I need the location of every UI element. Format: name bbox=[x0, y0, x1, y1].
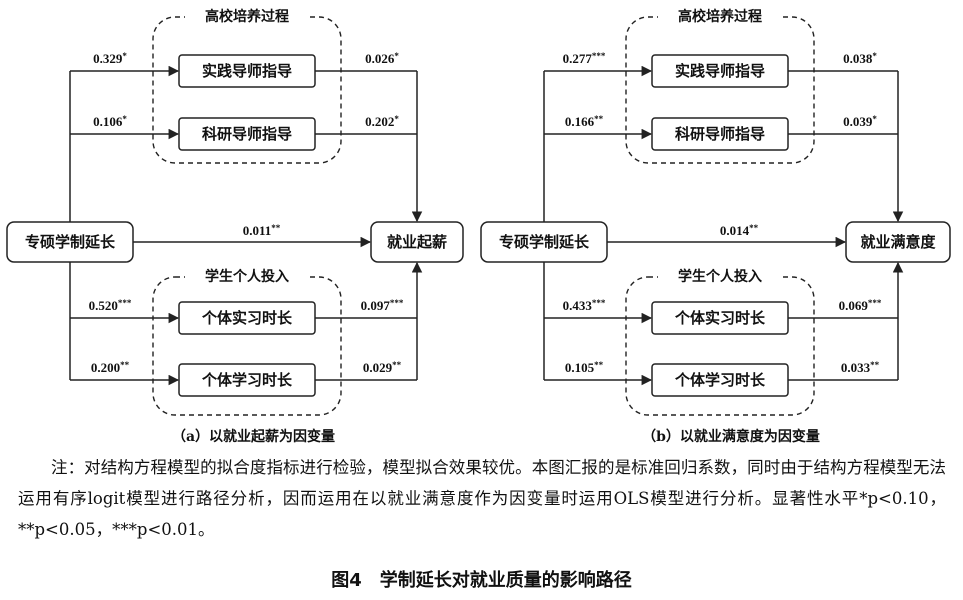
source-node: 专硕学制延长 bbox=[6, 221, 134, 263]
panel-caption: （b）以就业满意度为因变量 bbox=[642, 428, 820, 445]
coef-in-3: 0.433*** bbox=[563, 298, 606, 313]
outcome-node-label: 就业满意度 bbox=[860, 233, 936, 251]
coef-out-2: 0.039* bbox=[843, 114, 877, 129]
mediator-practice-supervisor-label: 实践导师指导 bbox=[202, 62, 292, 80]
source-node-label: 专硕学制延长 bbox=[25, 233, 116, 251]
outcome-node: 就业起薪 bbox=[370, 221, 464, 263]
figure-note: 注：对结构方程模型的拟合度指标进行检验，模型拟合效果较优。本图汇报的是标准回归系… bbox=[18, 458, 946, 539]
mediator-practice-supervisor: 实践导师指导 bbox=[178, 54, 316, 88]
coef-in-4: 0.105** bbox=[565, 360, 604, 375]
mediator-research-supervisor: 科研导师指导 bbox=[178, 117, 316, 151]
path-diagram: 高校培养过程学生个人投入专硕学制延长就业起薪实践导师指导科研导师指导个体实习时长… bbox=[6, 8, 951, 445]
outcome-node-label: 就业起薪 bbox=[387, 233, 447, 251]
mediator-study-hours-label: 个体学习时长 bbox=[674, 371, 766, 389]
source-node: 专硕学制延长 bbox=[480, 221, 608, 263]
group-top-title: 高校培养过程 bbox=[678, 8, 762, 25]
coef-in-3: 0.520*** bbox=[89, 298, 132, 313]
mediator-study-hours-label: 个体学习时长 bbox=[201, 371, 293, 389]
coef-direct: 0.011** bbox=[243, 223, 281, 238]
coef-in-1: 0.277*** bbox=[563, 51, 606, 66]
mediator-research-supervisor-label: 科研导师指导 bbox=[202, 125, 292, 143]
coef-in-2: 0.166** bbox=[565, 114, 604, 129]
mediator-study-hours: 个体学习时长 bbox=[651, 363, 789, 397]
coef-out-2: 0.202* bbox=[365, 114, 399, 129]
mediator-study-hours: 个体学习时长 bbox=[178, 363, 316, 397]
path-edges bbox=[69, 65, 423, 386]
path-edges bbox=[543, 65, 904, 386]
mediator-research-supervisor: 科研导师指导 bbox=[651, 117, 789, 151]
mediator-internship-hours: 个体实习时长 bbox=[651, 301, 789, 335]
mediator-internship-hours: 个体实习时长 bbox=[178, 301, 316, 335]
coef-in-4: 0.200** bbox=[91, 360, 130, 375]
group-top-title: 高校培养过程 bbox=[205, 8, 289, 25]
coef-out-3: 0.097*** bbox=[361, 298, 404, 313]
coef-out-3: 0.069*** bbox=[839, 298, 882, 313]
group-university-training: 高校培养过程 bbox=[625, 8, 815, 164]
mediator-practice-supervisor-label: 实践导师指导 bbox=[675, 62, 765, 80]
mediator-internship-hours-label: 个体实习时长 bbox=[674, 309, 766, 327]
group-university-training: 高校培养过程 bbox=[152, 8, 342, 164]
group-student-input: 学生个人投入 bbox=[152, 268, 342, 416]
coef-out-1: 0.026* bbox=[365, 51, 399, 66]
group-bottom-title: 学生个人投入 bbox=[205, 268, 289, 285]
figure-title: 图4 学制延长对就业质量的影响路径 bbox=[331, 570, 632, 591]
coef-out-1: 0.038* bbox=[843, 51, 877, 66]
mediator-practice-supervisor: 实践导师指导 bbox=[651, 54, 789, 88]
mediator-research-supervisor-label: 科研导师指导 bbox=[675, 125, 765, 143]
panel-caption: （a）以就业起薪为因变量 bbox=[172, 428, 335, 445]
group-bottom-title: 学生个人投入 bbox=[678, 268, 762, 285]
mediator-internship-hours-label: 个体实习时长 bbox=[201, 309, 293, 327]
coef-out-4: 0.029** bbox=[363, 360, 402, 375]
coef-direct: 0.014** bbox=[720, 223, 759, 238]
coef-in-1: 0.329* bbox=[93, 51, 127, 66]
outcome-node: 就业满意度 bbox=[845, 221, 951, 263]
coef-out-4: 0.033** bbox=[841, 360, 880, 375]
coef-in-2: 0.106* bbox=[93, 114, 127, 129]
source-node-label: 专硕学制延长 bbox=[499, 233, 590, 251]
group-student-input: 学生个人投入 bbox=[625, 268, 815, 416]
